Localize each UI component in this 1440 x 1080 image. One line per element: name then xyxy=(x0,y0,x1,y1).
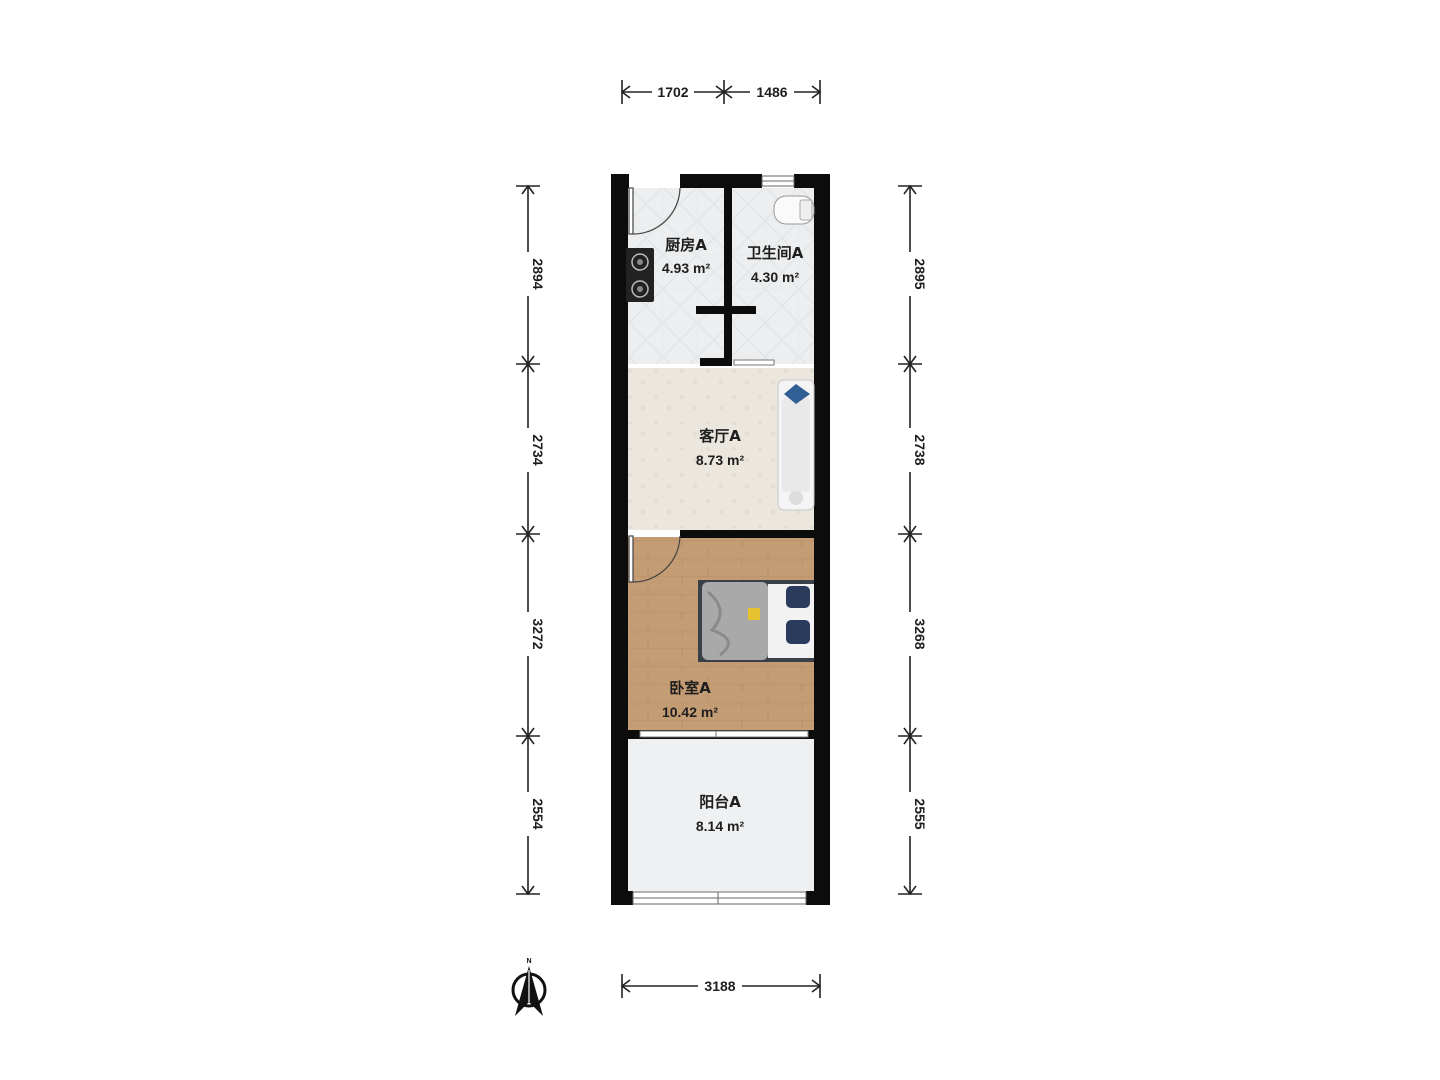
kitchen-door xyxy=(628,187,681,235)
dim-right-1: 2895 xyxy=(912,258,928,289)
living-area: 8.73 m² xyxy=(696,452,745,468)
dim-bottom-1: 3188 xyxy=(704,978,735,994)
bedroom-door xyxy=(628,535,681,583)
living-name: 客厅A xyxy=(698,427,741,445)
dim-top-1: 1702 xyxy=(657,84,688,100)
wall-right xyxy=(814,174,830,905)
balcony-floor xyxy=(628,739,814,891)
dim-right-2: 2738 xyxy=(912,434,928,465)
dim-left-2: 2734 xyxy=(530,434,546,465)
sliding-door-bath xyxy=(733,359,775,366)
dim-left-3: 3272 xyxy=(530,618,546,649)
top-dimension xyxy=(620,80,822,104)
compass-label: N xyxy=(526,958,531,965)
wall-kitchen-bath xyxy=(724,188,732,364)
right-dimension xyxy=(898,184,922,896)
bathroom-name: 卫生间A xyxy=(747,244,804,262)
kitchen-name: 厨房A xyxy=(665,236,707,254)
bedroom-name: 卧室A xyxy=(669,679,711,697)
dim-right-3: 3268 xyxy=(912,618,928,649)
bottom-dimension xyxy=(620,974,822,998)
bed-icon xyxy=(698,580,814,662)
wall-top-left xyxy=(611,174,629,188)
wall-kitchen-living xyxy=(700,358,732,366)
kitchen-area: 4.93 m² xyxy=(662,260,711,276)
compass-icon xyxy=(511,966,547,1016)
dim-right-4: 2555 xyxy=(912,798,928,829)
window-bottom-balcony xyxy=(632,891,807,905)
wall-left xyxy=(611,174,628,905)
wall-bottom-left xyxy=(611,891,633,905)
sofa-icon xyxy=(777,379,815,511)
toilet-icon xyxy=(773,195,815,225)
dim-top-2: 1486 xyxy=(756,84,787,100)
dim-left-4: 2554 xyxy=(530,798,546,829)
window-top-bath xyxy=(761,175,795,187)
bedroom-area: 10.42 m² xyxy=(662,704,718,720)
dim-left-1: 2894 xyxy=(530,258,546,289)
bathroom-area: 4.30 m² xyxy=(751,269,800,285)
wall-top-mid xyxy=(680,174,762,188)
balcony-name: 阳台A xyxy=(699,793,741,811)
wall-top-right xyxy=(794,174,830,188)
wall-stub xyxy=(696,306,756,314)
left-dimension xyxy=(516,184,540,896)
wall-living-bedroom xyxy=(680,530,814,538)
balcony-area: 8.14 m² xyxy=(696,818,745,834)
stove-icon xyxy=(626,248,654,302)
wall-bottom-right xyxy=(806,891,830,905)
sliding-door-balcony xyxy=(639,730,809,738)
